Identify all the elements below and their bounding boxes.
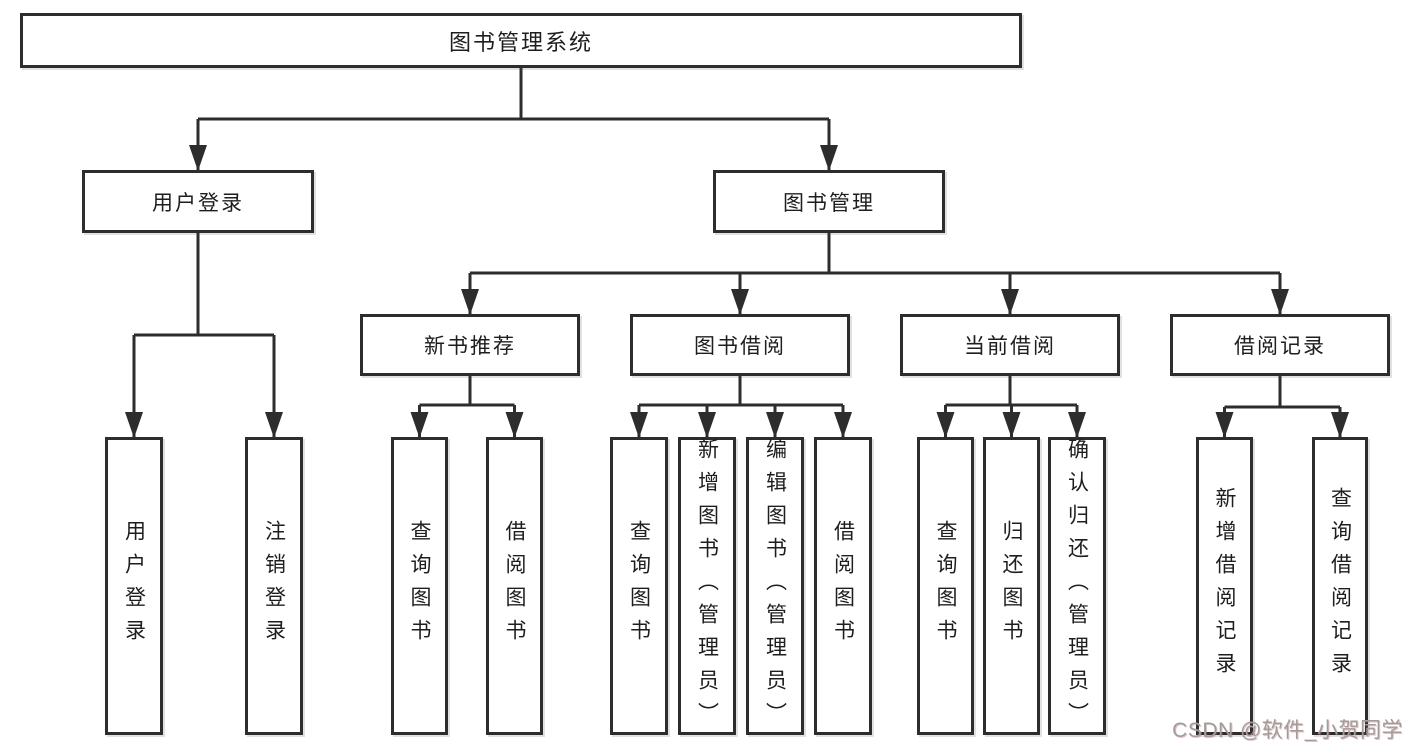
- node-book-management-label: 图书管理: [783, 191, 875, 215]
- connector-group: [125, 68, 1349, 438]
- node-root: 图书管理系统: [20, 13, 1022, 68]
- leaf-current-query-label: 查询图书: [934, 520, 957, 652]
- node-book-borrowing-label: 图书借阅: [694, 335, 786, 358]
- leaf-records-query: 查询借阅记录: [1312, 437, 1368, 735]
- leaf-records-add: 新增借阅记录: [1196, 437, 1253, 735]
- leaf-borrowing-edit-admin-label: 编辑图书（管理员）: [763, 437, 787, 735]
- leaf-logout: 注销登录: [245, 437, 303, 735]
- leaf-borrowing-query: 查询图书: [610, 437, 668, 735]
- node-current-borrowing: 当前借阅: [900, 314, 1120, 376]
- node-new-book-recommend: 新书推荐: [360, 314, 580, 376]
- leaf-borrowing-edit-admin: 编辑图书（管理员）: [746, 437, 804, 735]
- leaf-user-login-label: 用户登录: [122, 520, 146, 652]
- leaf-newbook-query-label: 查询图书: [408, 520, 431, 652]
- leaf-newbook-borrow-label: 借阅图书: [503, 520, 526, 652]
- node-borrowing-records-label: 借阅记录: [1234, 335, 1326, 358]
- leaf-records-query-label: 查询借阅记录: [1328, 487, 1352, 685]
- leaf-current-return: 归还图书: [983, 437, 1040, 735]
- leaf-logout-label: 注销登录: [262, 520, 286, 652]
- leaf-user-login: 用户登录: [105, 437, 163, 735]
- leaf-borrowing-add-admin-label: 新增图书（管理员）: [695, 437, 719, 735]
- leaf-current-confirm-admin: 确认归还（管理员）: [1048, 437, 1106, 735]
- node-borrowing-records: 借阅记录: [1170, 314, 1390, 376]
- node-user-login: 用户登录: [82, 170, 314, 233]
- leaf-current-return-label: 归还图书: [1000, 520, 1023, 652]
- node-current-borrowing-label: 当前借阅: [964, 335, 1056, 358]
- leaf-current-confirm-admin-label: 确认归还（管理员）: [1065, 437, 1089, 735]
- leaf-records-add-label: 新增借阅记录: [1213, 487, 1236, 685]
- node-new-book-recommend-label: 新书推荐: [424, 335, 516, 358]
- node-book-borrowing: 图书借阅: [630, 314, 850, 376]
- leaf-borrowing-add-admin: 新增图书（管理员）: [678, 437, 736, 735]
- leaf-newbook-query: 查询图书: [391, 437, 448, 735]
- node-user-login-label: 用户登录: [152, 191, 244, 215]
- leaf-current-query: 查询图书: [917, 437, 974, 735]
- csdn-watermark: CSDN @软件_小贺同学: [1172, 719, 1403, 742]
- leaf-newbook-borrow: 借阅图书: [486, 437, 543, 735]
- leaf-borrowing-borrow-label: 借阅图书: [831, 520, 855, 652]
- leaf-borrowing-query-label: 查询图书: [627, 520, 651, 652]
- node-root-label: 图书管理系统: [448, 29, 593, 55]
- leaf-borrowing-borrow: 借阅图书: [814, 437, 872, 735]
- node-book-management: 图书管理: [713, 170, 945, 233]
